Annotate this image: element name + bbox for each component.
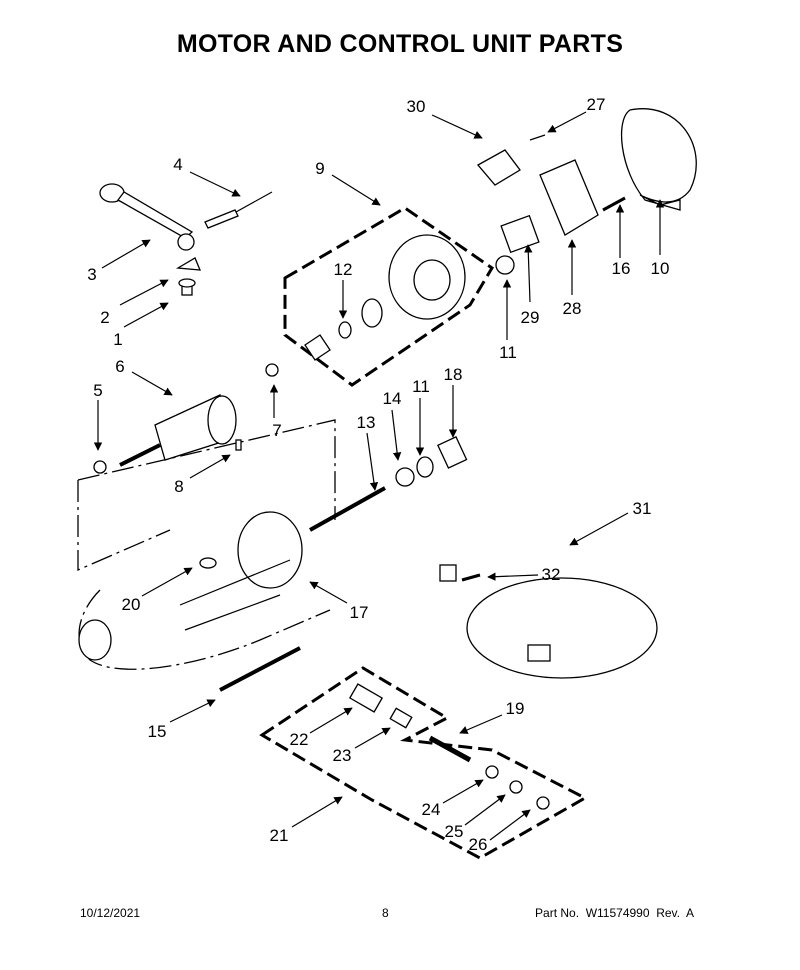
callout-3: 3 (87, 265, 96, 284)
part-gear-housing-9 (304, 234, 466, 361)
part-coupler-22 (348, 683, 384, 713)
group-box-21 (259, 666, 589, 860)
callout-31: 31 (633, 499, 652, 518)
callout-21: 21 (270, 826, 289, 845)
callout-30: 30 (407, 97, 426, 116)
part-nut-11-lower (416, 456, 434, 478)
callout-8: 8 (174, 477, 183, 496)
callout-28: 28 (563, 299, 582, 318)
footer-part-number: Part No. W11574990 Rev. A (535, 906, 694, 920)
part-shaft-13 (309, 486, 386, 532)
callout-23: 23 (333, 746, 352, 765)
callout-numbers: 1 2 3 4 5 6 7 8 9 10 11 11 12 13 14 15 1… (87, 95, 669, 854)
part-spring-4 (204, 191, 273, 229)
callout-5: 5 (93, 381, 102, 400)
callout-24: 24 (422, 800, 441, 819)
callout-16: 16 (612, 259, 631, 278)
callout-17: 17 (350, 603, 369, 622)
callout-18: 18 (444, 365, 463, 384)
part-washer-5 (93, 460, 107, 474)
callout-15: 15 (148, 722, 167, 741)
callout-2: 2 (100, 308, 109, 327)
part-screw-27 (529, 134, 546, 141)
callout-22: 22 (290, 730, 309, 749)
callout-19: 19 (506, 699, 525, 718)
part-screw-1 (178, 278, 196, 296)
part-spring-20 (199, 557, 217, 569)
part-nut-24 (485, 765, 499, 779)
footer-page-number: 8 (382, 906, 389, 920)
part-cover-10 (620, 108, 697, 211)
callout-11-lower: 11 (412, 377, 430, 396)
callout-12: 12 (334, 260, 353, 279)
callout-6: 6 (115, 357, 124, 376)
part-pin-23 (389, 707, 413, 729)
callout-32: 32 (542, 565, 561, 584)
part-spring-25 (509, 780, 523, 794)
part-control-board-28 (539, 159, 599, 236)
part-field-17 (179, 511, 303, 631)
part-washer-7 (265, 363, 279, 377)
part-rod-15 (219, 646, 301, 692)
callout-25: 25 (445, 822, 464, 841)
callout-7: 7 (272, 421, 281, 440)
callout-10: 10 (651, 259, 670, 278)
part-screw-19 (428, 735, 472, 763)
part-screw-16 (602, 196, 626, 212)
callout-26: 26 (469, 835, 488, 854)
part-screw-32 (461, 573, 481, 582)
callout-20: 20 (122, 595, 141, 614)
callout-4: 4 (173, 155, 182, 174)
part-power-cord-31 (439, 564, 658, 679)
part-cap-26 (536, 796, 550, 810)
part-harness-30 (476, 149, 521, 186)
page-title: MOTOR AND CONTROL UNIT PARTS (176, 30, 624, 58)
callout-27: 27 (587, 95, 606, 114)
leader-arrows (93, 111, 665, 841)
callout-29: 29 (521, 308, 540, 327)
callout-9: 9 (315, 159, 324, 178)
part-lever-3 (99, 183, 195, 251)
group-box-9 (283, 206, 495, 387)
callout-1: 1 (113, 330, 122, 349)
callout-11-upper: 11 (499, 343, 517, 362)
part-gear-14 (395, 467, 415, 487)
motor-housing-outline (77, 419, 336, 670)
part-housing-end (78, 619, 112, 661)
part-armature-6 (119, 394, 237, 467)
part-nut-11-upper (495, 255, 515, 275)
part-gasket-2 (175, 257, 202, 271)
footer-date: 10/12/2021 (80, 906, 141, 920)
part-switch-29 (500, 214, 540, 254)
callout-14: 14 (383, 389, 402, 408)
part-brush-8 (235, 439, 242, 451)
part-bushing-18 (437, 436, 468, 469)
callout-13: 13 (357, 413, 376, 432)
